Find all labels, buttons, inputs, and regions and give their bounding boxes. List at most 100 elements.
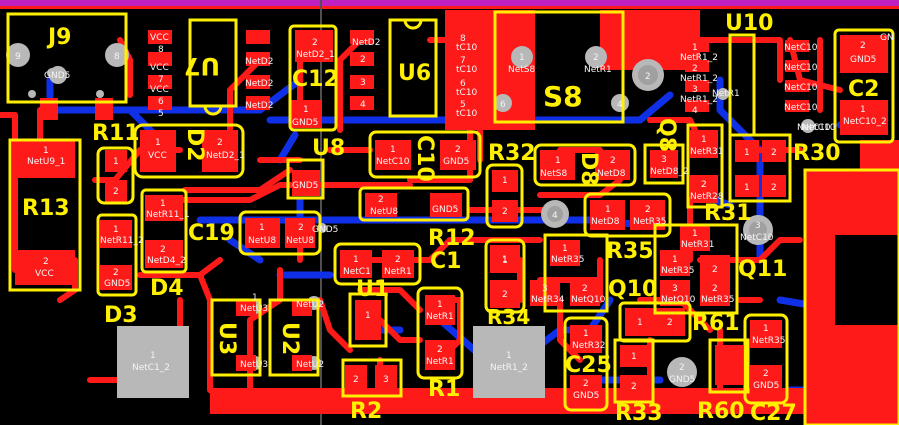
designator-c25: C25: [565, 353, 612, 378]
pad-label: 1: [113, 225, 119, 235]
r33-pad2: [620, 375, 648, 397]
pad-label: 2: [610, 156, 616, 166]
pad-label: 3: [360, 78, 366, 88]
pad-label: 2: [645, 205, 651, 215]
designator-c1: C1: [430, 249, 461, 274]
pad-label: NetR1_2: [680, 95, 718, 105]
q11-pad1: [660, 250, 690, 276]
designator-r2: R2: [350, 399, 382, 424]
pad-label: 3: [661, 155, 667, 165]
u6-pad: [350, 52, 374, 66]
netc1-2-pad: [117, 326, 189, 398]
r30-outline: [728, 133, 792, 203]
designator-u3: U3: [214, 322, 239, 355]
q8-pad2: [690, 175, 718, 203]
u6-pad: [450, 52, 474, 66]
s8-outline: [493, 10, 625, 124]
u1-pad: [345, 365, 367, 391]
r11-pad1: [105, 150, 127, 172]
u3-outline: [210, 298, 262, 377]
pad-label: 3: [542, 284, 548, 294]
pad-label: 2: [455, 145, 461, 155]
pad-label: 1: [701, 135, 707, 145]
c27-pad2: [750, 365, 782, 395]
u7-pad: [148, 30, 172, 44]
r32-pad1: [492, 170, 518, 192]
q8-outline: [643, 143, 685, 185]
designator-u8: U8: [312, 136, 345, 161]
r13-outline: [8, 138, 82, 292]
pad-label: 1: [502, 256, 508, 266]
pad-label: 3: [755, 221, 761, 231]
pad-label: GND5: [753, 381, 779, 391]
pad-label: NetR35: [752, 336, 786, 346]
pad-label: GND5: [292, 118, 318, 128]
via: [717, 88, 729, 100]
u8-outline: [286, 158, 325, 200]
q10-outline: [543, 233, 609, 313]
r61-outline: [618, 301, 692, 343]
q11-pad2: [700, 280, 730, 306]
pad-label: GND5: [44, 71, 70, 81]
pad-label: VCC: [150, 63, 169, 73]
c1-outline: [484, 238, 526, 314]
c2-pad2: [840, 35, 888, 73]
designator-r32: R32: [488, 141, 536, 166]
d4-pad1: [145, 195, 183, 221]
pad-label: tC10: [456, 65, 478, 75]
pad-label: 1: [860, 105, 866, 115]
pad-label: NetR31: [681, 240, 715, 250]
s8-mount-hole-inner: [638, 65, 658, 85]
pad-label: 1: [763, 324, 769, 334]
pad-label: 6: [460, 79, 466, 89]
pad-label: NetC10: [802, 123, 836, 133]
designator-c19: C19: [188, 221, 235, 246]
pad-label: NetQ10: [571, 295, 606, 305]
u6-pad: [450, 75, 474, 89]
u10-pad: [685, 40, 709, 52]
u7-pad: [148, 96, 172, 110]
u6-pad: [450, 96, 474, 110]
pad-label: 1: [259, 223, 265, 233]
pad-label: 3: [383, 375, 389, 385]
pad-label: NetQ10: [661, 295, 696, 305]
designator-r13: R13: [22, 196, 70, 221]
pad-label: tC10: [456, 43, 478, 53]
pad-label: 2: [763, 369, 769, 379]
pad-label: 1: [113, 157, 119, 167]
c27-outline: [743, 313, 789, 405]
pad-label: NetC1_2: [132, 363, 170, 373]
r33-pad1: [620, 345, 648, 367]
pad-label: 2: [353, 375, 359, 385]
pad-labels: 9 8 GND5 1 NetU9_1 2 VCC 1 2 1 NetR11_2 …: [15, 33, 894, 401]
designator-q11: Q11: [738, 257, 787, 282]
pad-label: NetU3: [240, 304, 268, 314]
pad-label: 1: [583, 329, 589, 339]
designator-r60: R60: [697, 399, 745, 424]
pad-label: 1: [150, 351, 156, 361]
u1-pad: [355, 300, 381, 340]
c25-outline: [563, 316, 609, 412]
u7-outline: [188, 18, 238, 108]
r2-outline: [341, 358, 403, 398]
pad-label: NetR1: [426, 357, 454, 367]
pad-label: GND5: [104, 279, 130, 289]
pad-label: 2: [679, 363, 685, 373]
r60-pad: [715, 345, 743, 385]
pad-label: 2: [160, 245, 166, 255]
pad-label: NetC1: [343, 267, 371, 277]
designator-s8: S8: [543, 80, 583, 113]
pad-label: NetU2: [296, 360, 324, 370]
pad-label: 2: [667, 318, 673, 328]
u7-pad: [246, 52, 270, 66]
pad-label: 8: [460, 34, 466, 44]
designators: J9 U7 C12 U6 S8 U10 C2 R11 D2 U8 C10 R32…: [22, 11, 879, 425]
via-netc10: [801, 119, 815, 133]
designator-r34: R34: [487, 305, 530, 329]
pad-label: 1: [672, 255, 678, 265]
pad-label: 1: [744, 183, 750, 193]
c10-pad1: [375, 140, 411, 170]
j9-pin9-pad: [6, 43, 30, 67]
